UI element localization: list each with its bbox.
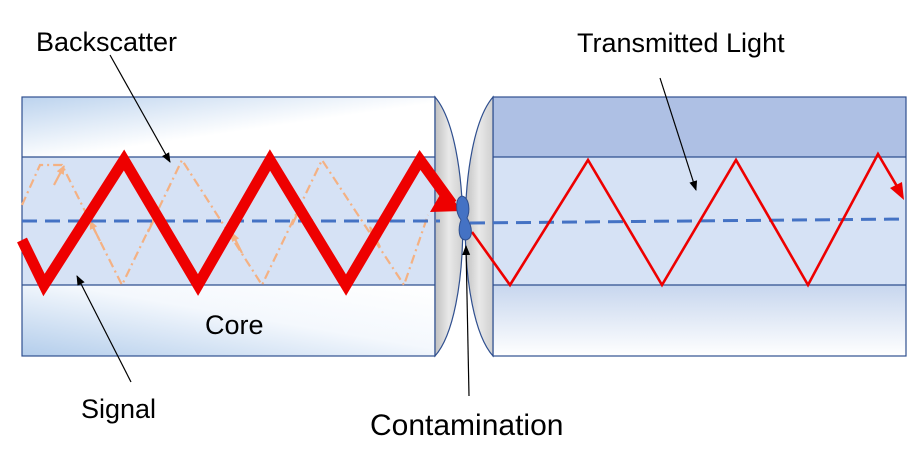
transmitted-light-label: Transmitted Light [577,28,785,58]
backscatter-pointer [109,54,171,163]
left-cladding-bottom [22,285,435,356]
backscatter-label: Backscatter [36,27,178,57]
contamination-pointer [462,245,471,397]
backscatter-arrow-1 [53,165,65,186]
right-fiber-axis [469,217,907,225]
right-cladding-top [493,97,906,157]
signal-path [17,149,457,297]
transmitted-light-arrowhead [890,182,904,200]
contamination-label: Contamination [370,409,564,442]
left-end-face [434,95,464,358]
transmitted-light-pointer [659,77,698,191]
backscatter-arrow-2 [89,220,101,242]
contamination-blob [456,195,472,241]
signal-arrowhead [430,188,462,212]
left-cladding-top [22,97,435,157]
core-label: Core [205,310,264,340]
transmitted-light-path [470,151,900,288]
signal-label: Signal [81,394,157,424]
signal-pointer [76,275,132,383]
backscatter-arrow-4 [231,232,243,254]
right-cladding-bottom [493,285,906,356]
left-fiber [21,96,436,357]
right-fiber [492,96,907,357]
